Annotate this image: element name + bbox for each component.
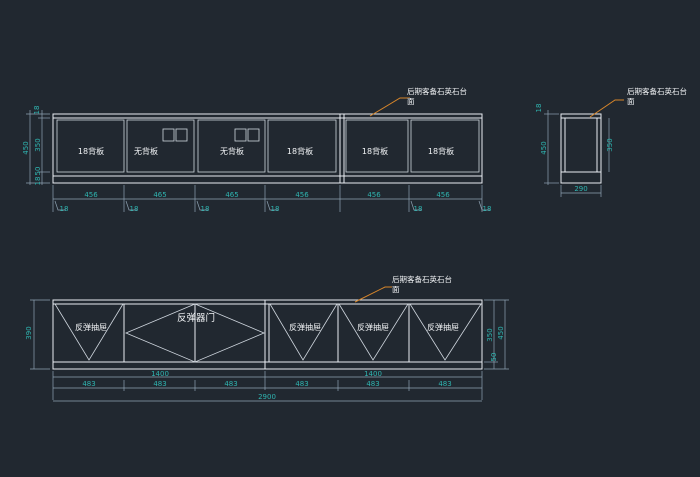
note-text: 后期客备石英石台 — [627, 86, 687, 96]
unit-width-dim: 483 — [295, 380, 308, 388]
gap-dim: 18 — [483, 205, 492, 213]
group-width-dim: 1400 — [364, 370, 382, 378]
unit-width-dim: 483 — [366, 380, 379, 388]
height-dim: 18 — [535, 104, 543, 113]
height-dim: 350 — [606, 138, 614, 151]
unit-width-dim: 483 — [82, 380, 95, 388]
note-text: 后期客备石英石台 — [392, 274, 452, 284]
height-dim: 390 — [25, 326, 33, 339]
gap-dim: 18 — [60, 205, 69, 213]
top-panel-3 — [197, 119, 266, 173]
note-text: 面 — [407, 97, 415, 106]
height-dim: 50 — [34, 167, 42, 176]
panel-label: 18背板 — [287, 146, 313, 156]
drawer-swing-mark — [269, 303, 338, 361]
door-label: 反弹器门 — [177, 312, 215, 324]
panel-label: 18背板 — [428, 146, 454, 156]
note-text: 后期客备石英石台 — [407, 86, 467, 96]
unit-width-dim: 483 — [438, 380, 451, 388]
note-text: 面 — [627, 97, 635, 106]
height-dim: 450 — [540, 141, 548, 154]
width-dim: 465 — [153, 191, 166, 199]
gap-dim: 18 — [201, 205, 210, 213]
knob-square — [247, 128, 260, 142]
width-dim: 456 — [84, 191, 98, 199]
knob-square — [175, 128, 188, 142]
gap-leader — [478, 200, 490, 211]
height-dim: 450 — [22, 141, 30, 154]
panel-label: 无背板 — [220, 146, 244, 156]
panel-label: 18背板 — [362, 146, 388, 156]
side-outer-frame — [560, 113, 602, 184]
drawer-swing-mark — [54, 303, 124, 361]
height-dim: 350 — [486, 328, 494, 341]
gap-leader — [125, 200, 137, 211]
top-panel-6 — [410, 119, 480, 173]
height-dim: 18 — [34, 177, 42, 186]
panel-label: 18背板 — [78, 146, 104, 156]
width-dim: 456 — [436, 191, 450, 199]
panel-label: 无背板 — [134, 146, 158, 156]
gap-dim: 18 — [130, 205, 139, 213]
group-width-dim: 1400 — [151, 370, 169, 378]
gap-leader — [54, 200, 66, 211]
drawer-swing-mark — [409, 303, 482, 361]
top-panel-1 — [56, 119, 125, 173]
front-elevation: 反弹抽屉 反弹器门 反弹抽屉 反弹抽屉 反弹抽屉 后期客备石英石台 面 1400… — [25, 274, 509, 402]
gap-dim: 18 — [414, 205, 423, 213]
top-panel-5 — [345, 119, 409, 173]
front-outer-frame — [52, 299, 483, 370]
leader-line — [354, 286, 392, 303]
width-dim: 456 — [367, 191, 381, 199]
top-elevation: 18背板 无背板 无背板 18背板 18背板 18背板 后期客备石英石台 面 4… — [22, 86, 491, 213]
drawer-swing-mark — [338, 303, 409, 361]
drawer-label: 反弹抽屉 — [75, 322, 107, 332]
knob-square — [162, 128, 175, 142]
height-dim: 50 — [490, 353, 498, 362]
gap-dim: 18 — [271, 205, 280, 213]
note-text: 面 — [392, 285, 400, 294]
top-outer-frame — [52, 113, 483, 184]
gap-leader — [410, 200, 422, 211]
drawer-label: 反弹抽屉 — [427, 322, 459, 332]
unit-width-dim: 483 — [153, 380, 166, 388]
total-width-dim: 2900 — [258, 393, 276, 401]
unit-width-dim: 483 — [224, 380, 237, 388]
leader-line — [369, 97, 410, 117]
width-dim: 465 — [225, 191, 238, 199]
width-dim: 290 — [574, 185, 587, 193]
height-dim: 350 — [34, 138, 42, 151]
height-dim: 450 — [497, 326, 505, 339]
top-panel-4 — [267, 119, 337, 173]
width-dim: 456 — [295, 191, 309, 199]
gap-leader — [266, 200, 278, 211]
drawer-label: 反弹抽屉 — [289, 322, 321, 332]
leader-line — [589, 99, 624, 118]
drawer-label: 反弹抽屉 — [357, 322, 389, 332]
gap-leader — [196, 200, 208, 211]
height-dim: 18 — [33, 106, 41, 115]
knob-square — [234, 128, 247, 142]
top-panel-2 — [126, 119, 195, 173]
side-view: 后期客备石英石台 面 290 450 18 350 — [535, 86, 687, 197]
door-swing-mark — [124, 303, 266, 363]
